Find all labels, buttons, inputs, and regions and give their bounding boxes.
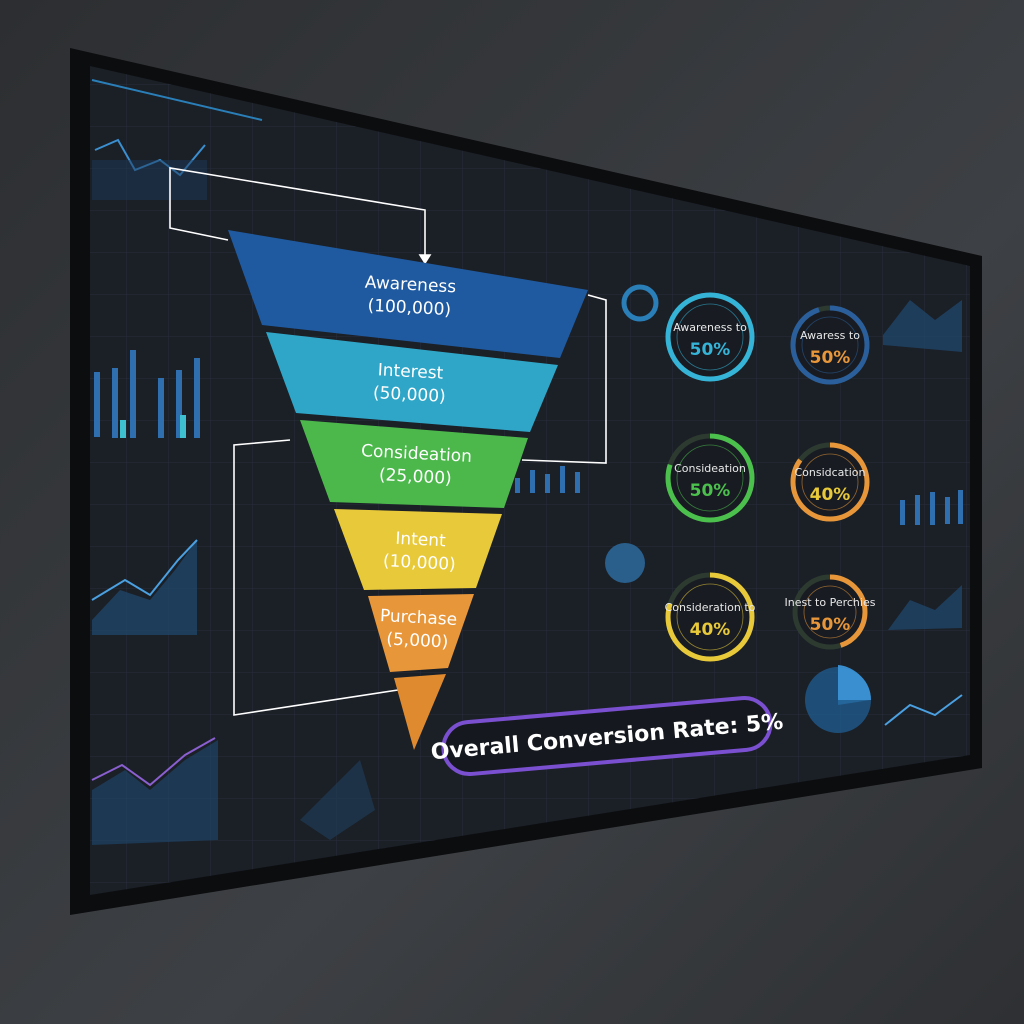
ring-progress (665, 572, 755, 662)
stage-value: (5,000) (386, 629, 449, 652)
area-chart-widget (92, 540, 197, 635)
funnel-stage-consideration[interactable] (300, 420, 528, 508)
connector-lines (169, 167, 607, 716)
funnel-stage-intent[interactable] (334, 509, 502, 590)
funnel-stage-label: Interest(50,000) (372, 360, 446, 407)
ring-percent: 50% (690, 481, 731, 501)
conversion-ring[interactable]: Awaress to 50% (790, 305, 870, 385)
ring-percent: 50% (810, 348, 851, 368)
stage-value: (10,000) (382, 551, 456, 575)
stage-value: (50,000) (372, 383, 446, 407)
stage-name: Intent (395, 529, 447, 552)
ring-progress (665, 433, 755, 523)
conversion-ring[interactable]: Consideation 50% (665, 433, 755, 523)
bar-chart-widget (94, 350, 200, 438)
ring-label: Inest to Perchies (785, 596, 876, 609)
ring-percent: 50% (810, 615, 851, 635)
ring-label: Consideration to (665, 601, 756, 614)
ring-progress (790, 305, 870, 385)
conversion-ring[interactable]: Inest to Perchies 50% (785, 574, 876, 650)
stage-name: Interest (377, 360, 444, 383)
pie-chart-widget (605, 543, 645, 583)
ring-percent: 40% (810, 485, 851, 505)
funnel-stage-interest[interactable] (266, 332, 558, 432)
conversion-ring[interactable]: Consideration to 40% (665, 572, 756, 662)
funnel-stage-awareness[interactable] (228, 230, 588, 358)
ring-label: Awareness to (673, 321, 747, 334)
conversion-ring[interactable]: Awareness to 50% (665, 292, 755, 382)
stage-name: Awareness (364, 273, 456, 298)
ring-progress (665, 292, 755, 382)
ring-progress (790, 442, 870, 522)
stage-name: Purchase (379, 606, 457, 630)
funnel-tip (394, 674, 446, 750)
ring-label: Considcation (794, 466, 865, 479)
stage-value: (25,000) (378, 465, 452, 489)
ring-percent: 50% (690, 340, 731, 360)
ring-label: Awaress to (800, 329, 860, 342)
stage-value: (100,000) (367, 296, 452, 320)
conversion-ring[interactable]: Considcation 40% (790, 442, 870, 522)
funnel-stage-purchase[interactable] (368, 594, 474, 672)
funnel-stage-label: Purchase(5,000) (379, 606, 457, 653)
funnel-stage-label: Intent(10,000) (382, 529, 456, 575)
funnel-chart: Awareness(100,000)Interest(50,000)Consid… (228, 230, 588, 750)
ring-label: Consideation (674, 462, 746, 475)
funnel-stage-label: Awareness(100,000) (364, 273, 456, 321)
ring-progress (792, 574, 868, 650)
ring-percent: 40% (690, 620, 731, 640)
